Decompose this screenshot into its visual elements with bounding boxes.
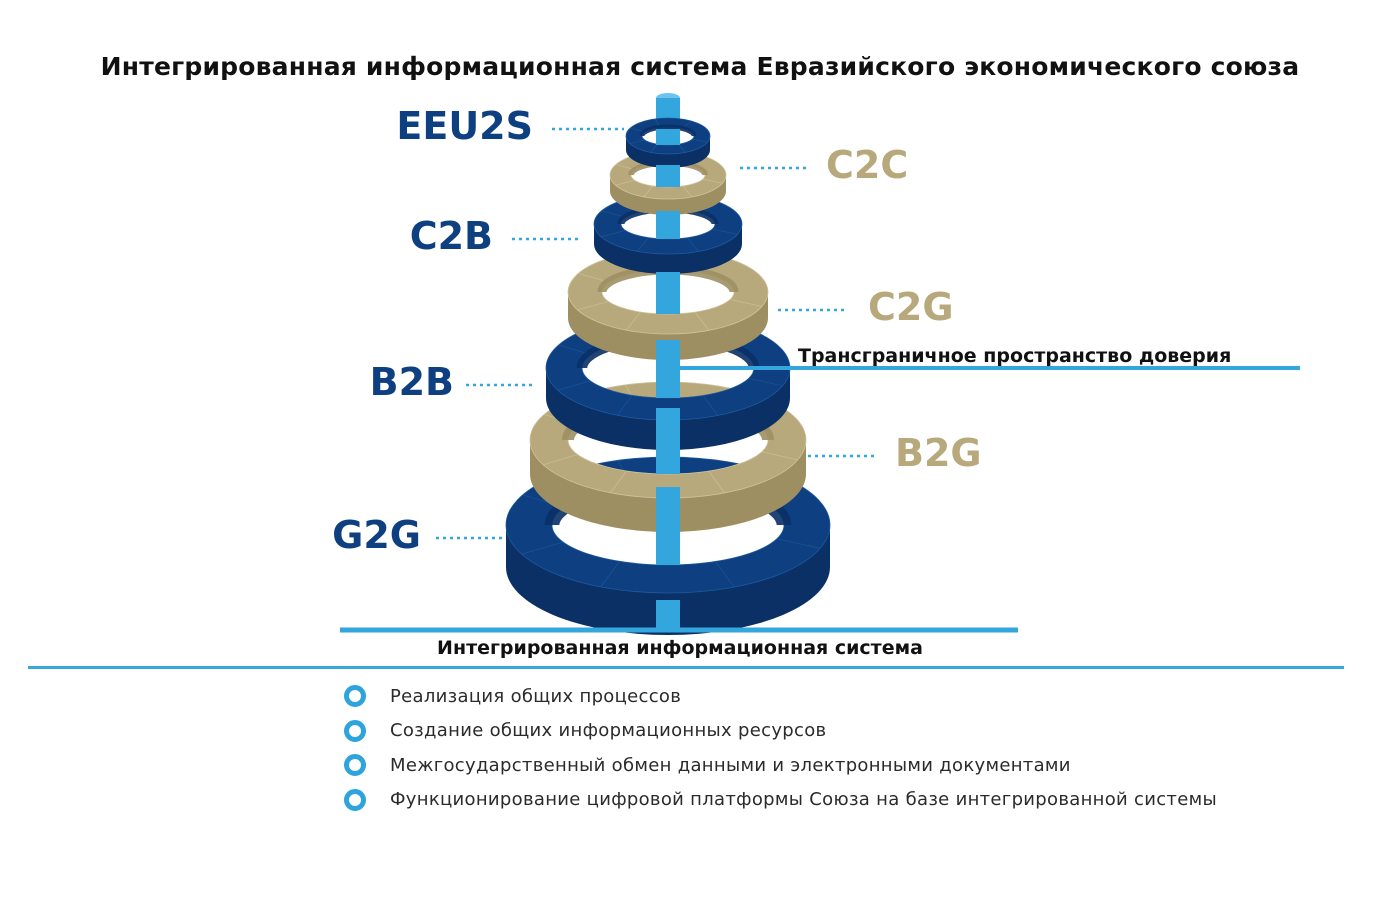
axis-foot [656, 600, 680, 628]
divider [28, 666, 1344, 669]
bullet-text: Межгосударственный обмен данными и элект… [390, 754, 1071, 776]
axis-segment [656, 487, 680, 565]
list-item: Реализация общих процессов [344, 679, 1217, 714]
ring-bullet-icon [344, 788, 366, 811]
trust-space-label: Трансграничное пространство доверия [798, 345, 1231, 367]
ring-label-eeu2s: EEU2S [396, 104, 533, 148]
ring-eeu2s [625, 117, 711, 168]
ring-label-c2c: C2C [826, 143, 908, 187]
axis-segment [656, 129, 680, 145]
ring-label-c2b: C2B [410, 214, 493, 258]
base-label: Интегрированная информационная система [437, 637, 923, 659]
axis-segment [656, 340, 680, 398]
bullet-list: Реализация общих процессов Создание общи… [344, 679, 1217, 817]
ring-label-b2b: B2B [370, 360, 454, 404]
bullet-text: Функционирование цифровой платформы Союз… [390, 789, 1217, 811]
bullet-text: Реализация общих процессов [390, 685, 682, 707]
ring-label-b2g: B2G [895, 431, 982, 475]
ring-label-g2g: G2G [332, 513, 421, 557]
list-item: Создание общих информационных ресурсов [344, 714, 1217, 749]
bullet-text: Создание общих информационных ресурсов [390, 720, 827, 742]
list-item: Межгосударственный обмен данными и элект… [344, 748, 1217, 783]
list-item: Функционирование цифровой платформы Союз… [344, 783, 1217, 818]
axis-segment [656, 165, 680, 187]
axis-segment [656, 408, 680, 474]
ring-bullet-icon [344, 685, 366, 708]
ring-label-c2g: C2G [868, 285, 954, 329]
axis-segment [656, 211, 680, 239]
ring-c2g [567, 249, 769, 360]
axis-segment [656, 272, 680, 314]
ring-bullet-icon [344, 719, 366, 742]
page-title: Интегрированная информационная система Е… [100, 52, 1300, 81]
ring-bullet-icon [344, 754, 366, 777]
